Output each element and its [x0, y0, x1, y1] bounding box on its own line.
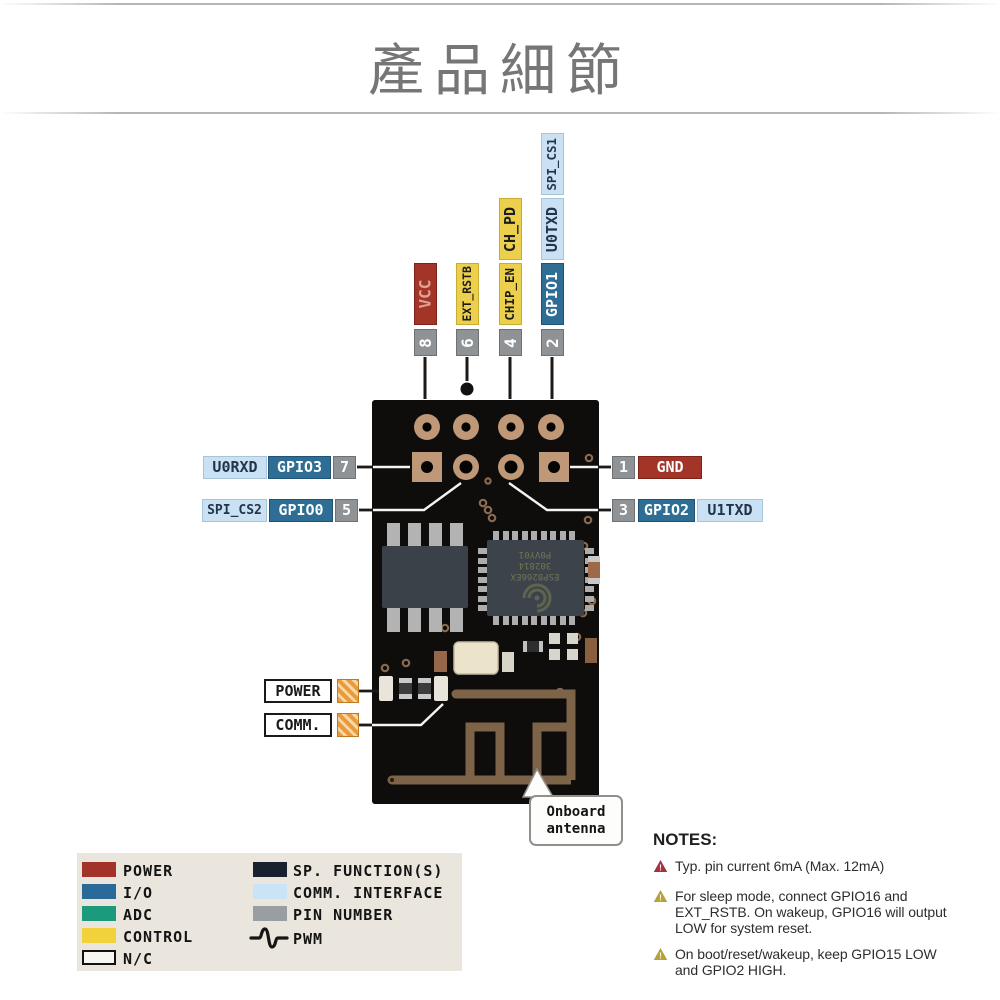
pin1-number: 1: [612, 456, 635, 479]
legend-swatch-adc: [82, 906, 116, 921]
svg-text:!: !: [659, 864, 662, 873]
svg-text:!: !: [659, 952, 662, 961]
title-divider: [0, 112, 1000, 114]
svg-text:302814: 302814: [519, 560, 552, 570]
power-led-label: POWER: [264, 679, 332, 703]
antenna-callout-line1: Onboard: [546, 804, 606, 820]
antenna-callout-line2: antenna: [546, 821, 606, 837]
pin1-gnd-label: GND: [638, 456, 702, 479]
page-title: 產品細節: [368, 39, 632, 102]
legend-swatch-control: [82, 928, 116, 943]
legend-label-power: POWER: [123, 862, 174, 880]
warning-icon-yellow: !: [653, 948, 668, 961]
pwm-waveform-icon: [249, 927, 289, 949]
note-sleep-mode: ! For sleep mode, connect GPIO16 and EXT…: [653, 888, 993, 936]
pin2-number: 2: [541, 329, 564, 356]
legend-swatch-io: [82, 884, 116, 899]
comm-led-indicator-icon: [337, 713, 359, 737]
pin6-ext-rstb-label: EXT_RSTB: [456, 263, 479, 325]
pin-pads-second-row: [412, 452, 569, 482]
legend-label-io: I/O: [123, 884, 154, 902]
pin2-gpio1-label: GPIO1: [541, 263, 564, 325]
notes-heading: NOTES:: [653, 830, 718, 849]
note-boot-reset: ! On boot/reset/wakeup, keep GPIO15 LOW …: [653, 946, 993, 978]
legend-label-control: CONTROL: [123, 928, 194, 946]
pin3-gpio2-label: GPIO2: [638, 499, 695, 522]
side-leader-lines-white: [372, 465, 598, 727]
legend-swatch-comm-interface: [253, 884, 287, 899]
top-pin-leader-lines: [423, 357, 554, 399]
top-divider: [0, 3, 1000, 5]
pin7-gpio3-label: GPIO3: [268, 456, 331, 479]
pin4-chip-en-label: CHIP_EN: [499, 263, 522, 325]
pin7-u0rxd-label: U0RXD: [203, 456, 267, 479]
legend-label-sp-function: SP. FUNCTION(S): [293, 862, 444, 880]
legend-swatch-nc: [82, 950, 116, 965]
pin8-number: 8: [414, 329, 437, 356]
pin6-number: 6: [456, 329, 479, 356]
side-leader-lines-black: [357, 465, 611, 727]
flash-chip: [382, 523, 468, 632]
note-pin-current: ! Typ. pin current 6mA (Max. 12mA): [653, 858, 993, 874]
pin-pads-top-row: [414, 414, 564, 440]
power-led: [379, 676, 393, 701]
passive-components: [379, 556, 600, 701]
pin4-ch-pd-label: CH_PD: [499, 198, 522, 260]
pin7-number: 7: [333, 456, 356, 479]
svg-text:!: !: [659, 894, 662, 903]
legend-label-pwm: PWM: [293, 930, 324, 948]
legend-swatch-power: [82, 862, 116, 877]
onboard-antenna-callout: Onboard antenna: [529, 795, 623, 846]
esp-chip-marking: ESP8266EX 302814 P0VY01: [510, 549, 559, 581]
pin5-gpio0-label: GPIO0: [269, 499, 333, 522]
legend-label-nc: N/C: [123, 950, 154, 968]
pin3-number: 3: [612, 499, 635, 522]
notes-section: NOTES: ! Typ. pin current 6mA (Max. 12mA…: [653, 830, 993, 988]
warning-icon-yellow: !: [653, 890, 668, 903]
esp8266-chip: ESP8266EX 302814 P0VY01: [478, 531, 594, 625]
legend-label-comm-interface: COMM. INTERFACE: [293, 884, 444, 902]
pin3-u1txd-label: U1TXD: [697, 499, 763, 522]
crystal-oscillator: [453, 641, 499, 675]
comm-led: [434, 676, 448, 701]
pin6-dot-marker: [460, 382, 474, 396]
legend-label-adc: ADC: [123, 906, 154, 924]
pin2-u0txd-label: U0TXD: [541, 198, 564, 260]
pin4-number: 4: [499, 329, 522, 356]
legend-panel: POWER I/O ADC CONTROL N/C SP. FUNCTION(S…: [77, 853, 462, 971]
pin5-number: 5: [335, 499, 358, 522]
svg-text:P0VY01: P0VY01: [519, 549, 552, 559]
legend-swatch-pin-number: [253, 906, 287, 921]
pin8-vcc-label: VCC: [414, 263, 437, 325]
comm-led-label: COMM.: [264, 713, 332, 737]
pin2-spi-cs1-label: SPI_CS1: [541, 133, 564, 195]
legend-label-pin-number: PIN NUMBER: [293, 906, 394, 924]
espressif-logo-swirl: [522, 583, 552, 613]
warning-icon-red: !: [653, 860, 668, 873]
svg-text:ESP8266EX: ESP8266EX: [510, 571, 559, 581]
legend-swatch-sp-function: [253, 862, 287, 877]
pin5-spi-cs2-label: SPI_CS2: [202, 499, 267, 522]
power-led-indicator-icon: [337, 679, 359, 703]
